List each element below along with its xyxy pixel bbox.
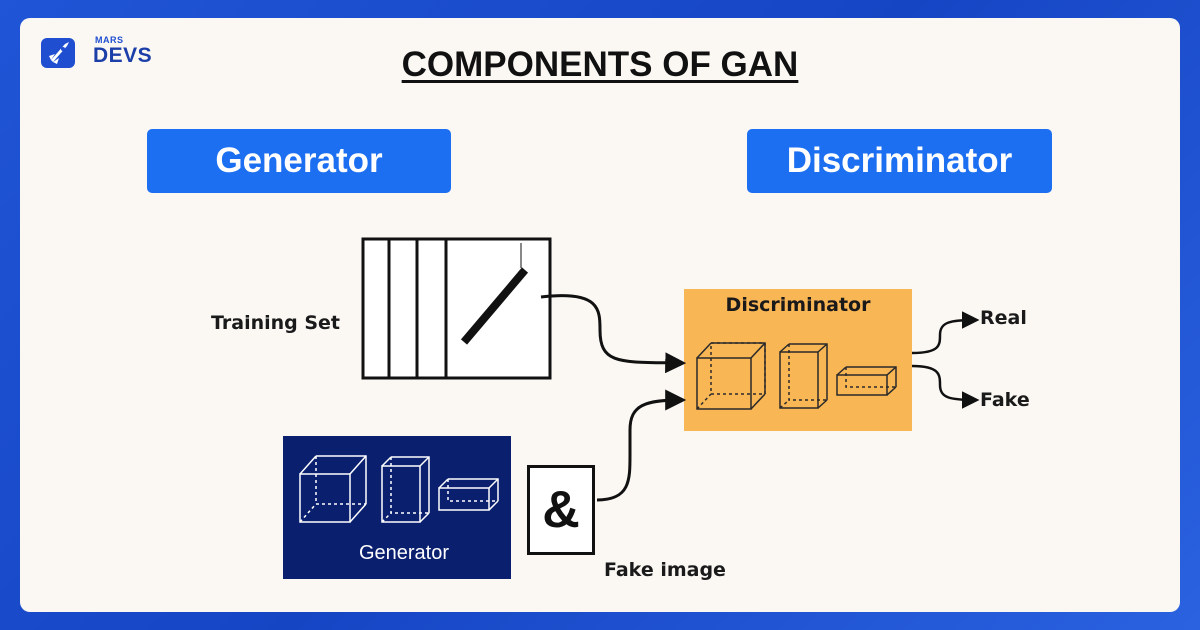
- logo-small-text: MARS: [95, 35, 124, 45]
- generator-block: [283, 436, 511, 579]
- fake-image-box: &: [527, 465, 595, 555]
- discriminator-cubes-icon: [696, 342, 897, 410]
- generator-header: Generator: [147, 129, 451, 193]
- training-set-label: Training Set: [211, 312, 341, 334]
- training-to-discriminator-arrow: [540, 294, 687, 374]
- logo-big-text: DEVS: [93, 44, 153, 67]
- training-set-box: [361, 237, 552, 380]
- discriminator-block-label: Discriminator: [725, 294, 871, 316]
- rocket-icon: [41, 38, 75, 68]
- fake-output-arrow: [911, 364, 980, 409]
- page-title: COMPONENTS OF GAN: [401, 45, 799, 84]
- real-output-label: Real: [980, 307, 1027, 329]
- fake-output-label: Fake: [980, 389, 1030, 411]
- ampersand-glyph: &: [542, 481, 580, 539]
- discriminator-header: Discriminator: [747, 129, 1052, 193]
- generator-cubes-icon: [299, 455, 499, 523]
- real-output-arrow: [911, 311, 980, 355]
- fake-to-discriminator-arrow: [596, 389, 687, 502]
- mars-devs-logo: MARS DEVS: [37, 32, 167, 72]
- fake-image-label: Fake image: [604, 559, 726, 581]
- generator-block-label: Generator: [358, 542, 450, 564]
